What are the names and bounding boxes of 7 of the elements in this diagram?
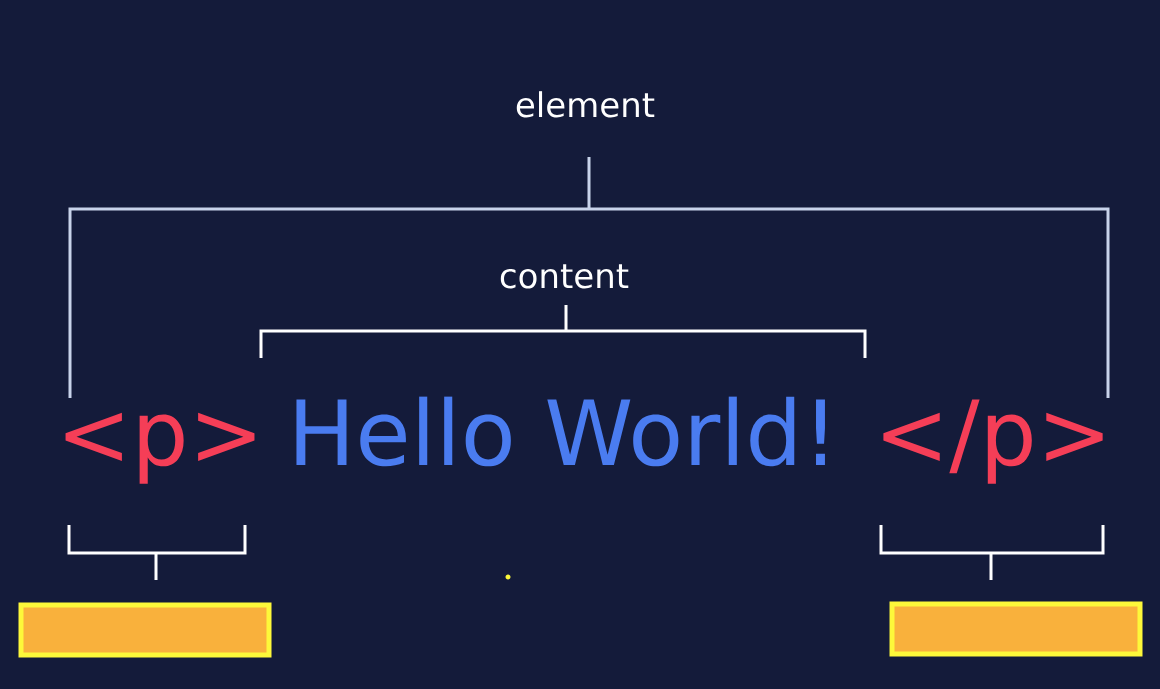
answer-box	[889, 601, 1143, 657]
label: content	[500, 264, 629, 289]
label: element	[516, 91, 655, 118]
code-tag: <p>	[65, 412, 255, 484]
answer-box	[18, 602, 272, 658]
code-text: Hello World!	[296, 396, 825, 467]
code-tag: </p>	[883, 399, 1103, 484]
